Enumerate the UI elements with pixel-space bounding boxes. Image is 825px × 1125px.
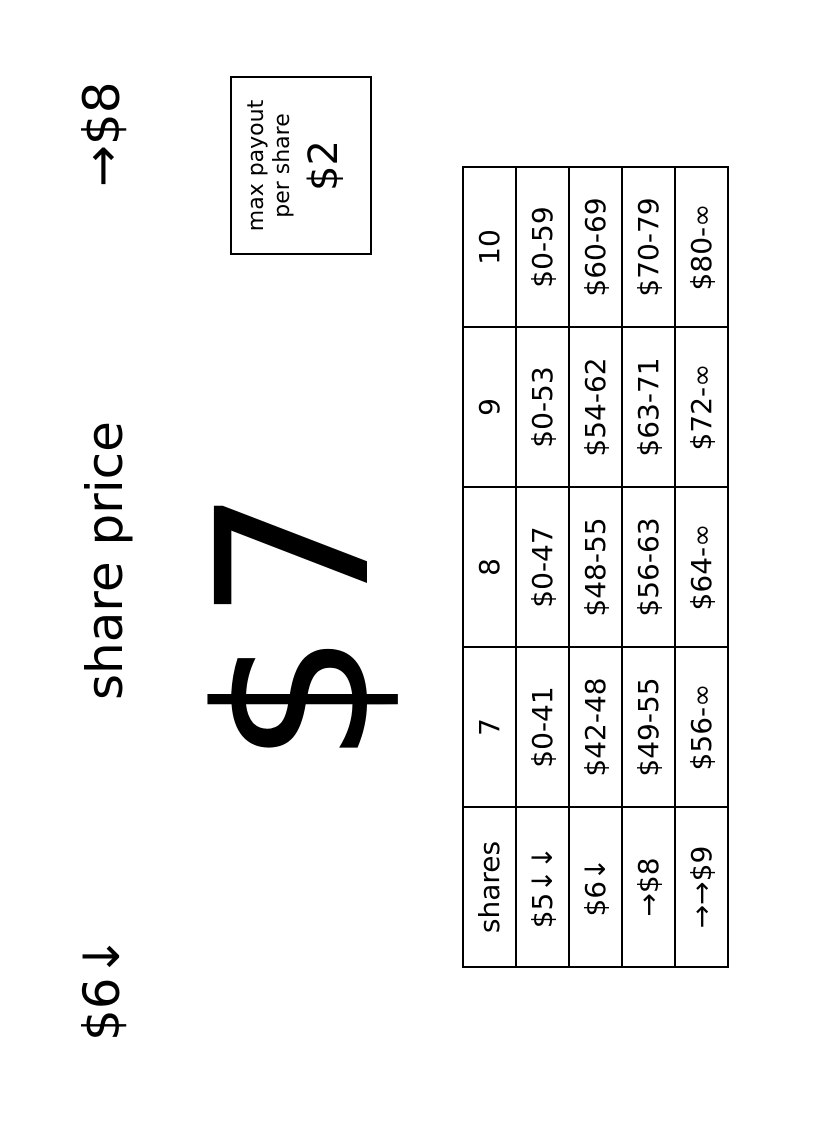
- table-cell: $64-∞: [675, 487, 728, 647]
- max-payout-label-line2: per share: [270, 113, 295, 218]
- table-row: →→$9 $56-∞ $64-∞ $72-∞ $80-∞: [675, 167, 728, 967]
- table-cell: $63-71: [622, 327, 675, 487]
- max-payout-box: max payout per share $2: [230, 76, 372, 255]
- table-cell: $48-55: [569, 487, 622, 647]
- shares-payout-table: shares 7 8 9 10 $5↓↓ $0-41 $0-47 $0-53 $…: [462, 166, 729, 968]
- table-header-cell: 10: [463, 167, 516, 327]
- table-cell: $0-53: [516, 327, 569, 487]
- table-cell: $70-79: [622, 167, 675, 327]
- table-cell: $0-47: [516, 487, 569, 647]
- table-cell: $49-55: [622, 647, 675, 807]
- table-cell: $80-∞: [675, 167, 728, 327]
- table-cell: $56-63: [622, 487, 675, 647]
- table-row: $5↓↓ $0-41 $0-47 $0-53 $0-59: [516, 167, 569, 967]
- table-cell: $0-41: [516, 647, 569, 807]
- table-cell: $54-62: [569, 327, 622, 487]
- table-row-label: →→$9: [675, 807, 728, 967]
- share-price-value: $7: [172, 477, 417, 765]
- price-up-label: →$8: [73, 81, 131, 187]
- table-header-row: shares 7 8 9 10: [463, 167, 516, 967]
- table-cell: $0-59: [516, 167, 569, 327]
- max-payout-label-line1: max payout: [244, 99, 269, 232]
- page-title: share price: [76, 421, 134, 700]
- table-cell: $60-69: [569, 167, 622, 327]
- table-cell: $42-48: [569, 647, 622, 807]
- table-row: $6↓ $42-48 $48-55 $54-62 $60-69: [569, 167, 622, 967]
- table-header-cell: 8: [463, 487, 516, 647]
- table-cell: $56-∞: [675, 647, 728, 807]
- price-down-label: $6↓: [73, 935, 131, 1041]
- table-header-cell: 9: [463, 327, 516, 487]
- table-row-label: $6↓: [569, 807, 622, 967]
- table-row: →$8 $49-55 $56-63 $63-71 $70-79: [622, 167, 675, 967]
- table-header-cell: shares: [463, 807, 516, 967]
- table-cell: $72-∞: [675, 327, 728, 487]
- table-header-cell: 7: [463, 647, 516, 807]
- table-row-label: →$8: [622, 807, 675, 967]
- max-payout-value: $2: [301, 140, 347, 191]
- table-row-label: $5↓↓: [516, 807, 569, 967]
